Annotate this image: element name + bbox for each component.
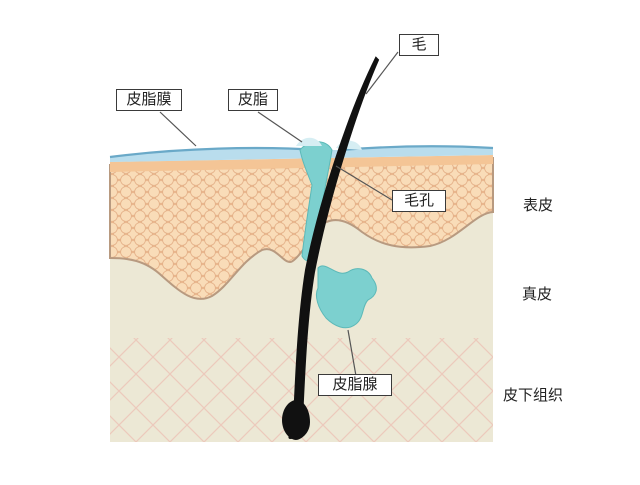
layer-label-dermis: 真皮 [522,285,553,303]
label-sebaceous-gland: 皮脂腺 [318,374,392,396]
sebaceous-gland-shape [315,265,377,329]
sebum-at-pore-left [296,137,322,146]
label-hair: 毛 [399,34,439,56]
leader-line-sebum-film [159,111,197,147]
leader-line-pore [335,165,393,201]
leader-line-sebaceous-gland [347,329,357,377]
leader-line-sebum [257,111,303,143]
leader-line-hair [365,51,399,95]
hair-shaft [288,56,380,440]
label-sebum-film: 皮脂膜 [116,89,182,111]
label-sebum: 皮脂 [228,89,278,111]
layer-label-epidermis: 表皮 [523,196,554,214]
label-pore: 毛孔 [392,190,446,212]
layer-label-subcutaneous: 皮下组织 [503,386,564,404]
skin-surface-band [110,155,493,172]
hair-bulb [282,400,310,440]
